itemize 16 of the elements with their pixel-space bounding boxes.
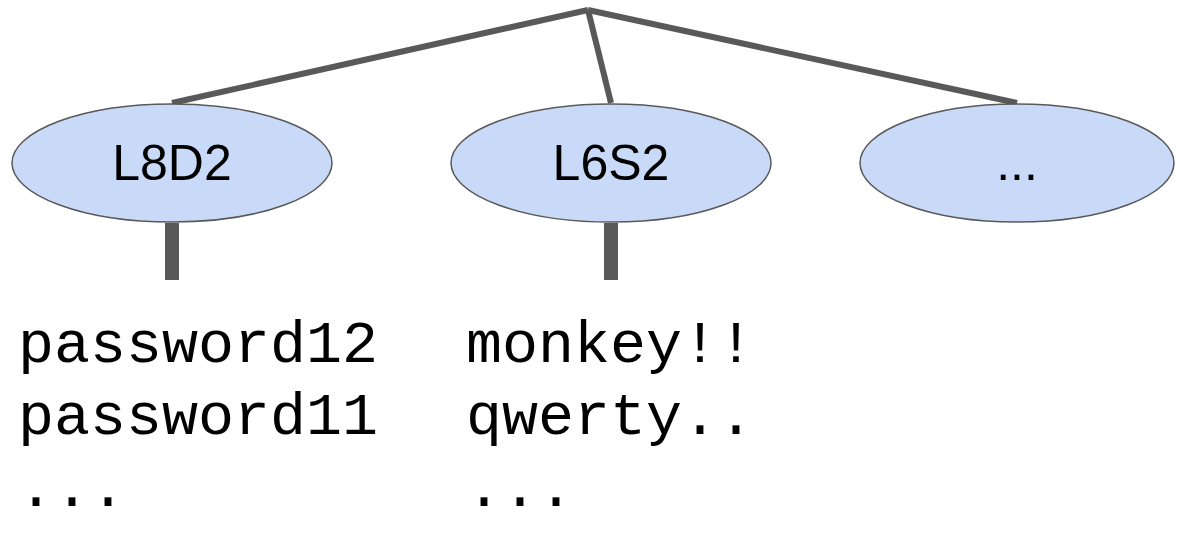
password-text: ... <box>18 455 127 526</box>
password-text: password12 <box>18 311 379 382</box>
thick-connector <box>165 223 179 280</box>
node-label: L8D2 <box>112 134 232 192</box>
tree-branch-line <box>171 7 589 106</box>
ellipse-node <box>11 103 333 223</box>
password-text: qwerty.. <box>466 383 755 454</box>
node-label: L6S2 <box>552 134 670 192</box>
password-text: monkey!! <box>466 311 755 382</box>
ellipse-node <box>450 103 772 223</box>
password-text: ... <box>466 455 575 526</box>
node-label: ... <box>996 134 1038 192</box>
tree-branch-line <box>587 7 1018 106</box>
password-text: password11 <box>18 383 379 454</box>
ellipse-node <box>859 103 1175 223</box>
thick-connector <box>604 223 618 280</box>
